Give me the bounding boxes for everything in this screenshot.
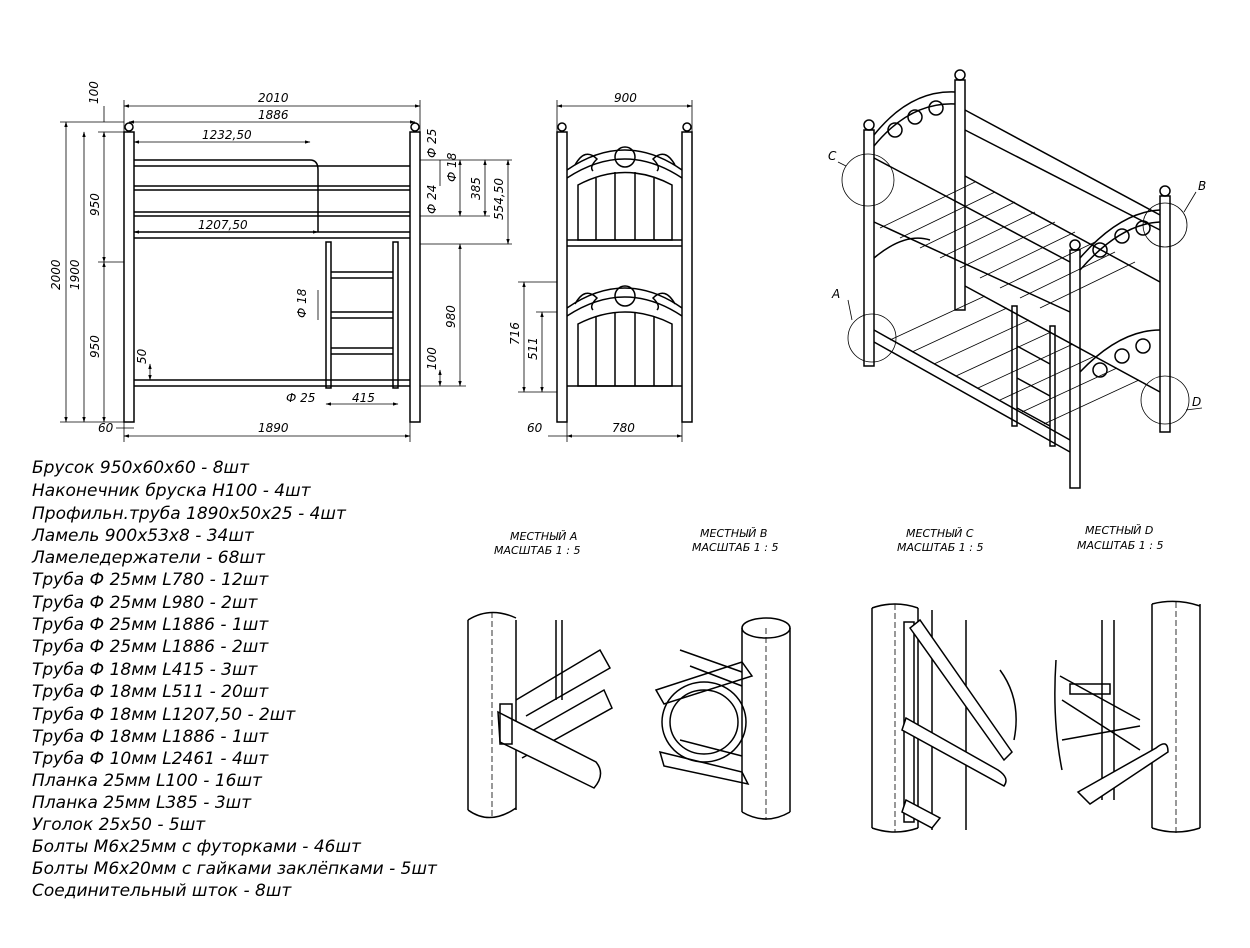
parts-list-item: Труба Ф 25мм L1886 - 2шт <box>32 637 269 657</box>
detail-a-scale: МАСШТАБ 1 : 5 <box>494 544 580 557</box>
parts-list-item: Ламеледержатели - 68шт <box>31 548 266 568</box>
dim-rail-length: 1886 <box>258 108 289 122</box>
callout-d: D <box>1192 395 1201 409</box>
callout-b: B <box>1198 179 1206 193</box>
parts-list-item: Болты М6х20мм с гайками заклёпками - 5шт <box>32 859 438 879</box>
dim-top-overhang: 100 <box>87 81 101 104</box>
isometric-view: C B A D <box>828 69 1206 489</box>
detail-d-scale: МАСШТАБ 1 : 5 <box>1077 539 1163 552</box>
parts-list-item: Ламель 900х53х8 - 34шт <box>31 526 255 546</box>
parts-list: Брусок 950х60х60 - 8шт Наконечник бруска… <box>31 458 438 901</box>
dim-upper-guard-length: 1232,50 <box>202 128 252 142</box>
dim-guard-dia: Ф 18 <box>445 152 459 182</box>
detail-a-title: МЕСТНЫЙ A <box>510 530 577 543</box>
dim-overall-length: 2010 <box>258 91 289 105</box>
dim-upper-section: 950 <box>88 193 102 216</box>
dim-guard-total: 554,50 <box>492 178 506 220</box>
dim-post-height: 1900 <box>68 259 82 290</box>
parts-list-item: Труба Ф 25мм L780 - 12шт <box>32 570 269 590</box>
dim-headboard-height: 716 <box>508 322 522 345</box>
parts-list-item: Труба Ф 18мм L1886 - 1шт <box>32 727 269 747</box>
detail-d-title: МЕСТНЫЙ D <box>1085 524 1153 537</box>
dim-guard-height: 385 <box>469 177 483 200</box>
parts-list-item: Наконечник бруска Н100 - 4шт <box>32 481 312 501</box>
parts-list-item: Труба Ф 25мм L1886 - 1шт <box>32 615 269 635</box>
detail-titles: МЕСТНЫЙ A МАСШТАБ 1 : 5 МЕСТНЫЙ B МАСШТА… <box>494 524 1163 557</box>
detail-d-drawing <box>1054 600 1201 834</box>
dim-lower-section: 950 <box>88 335 102 358</box>
dim-inner-width: 780 <box>612 421 635 435</box>
parts-list-item: Планка 25мм L100 - 16шт <box>32 771 263 791</box>
dim-inner-length: 1890 <box>258 421 289 435</box>
callout-c: C <box>828 149 837 163</box>
dim-lower-guard-length: 1207,50 <box>198 218 248 232</box>
detail-b-title: МЕСТНЫЙ B <box>700 527 767 540</box>
dim-post-width: 60 <box>98 421 114 435</box>
parts-list-item: Труба Ф 10мм L2461 - 4шт <box>32 749 269 769</box>
parts-list-item: Уголок 25х50 - 5шт <box>32 815 206 835</box>
dim-ladder-foot: 100 <box>425 347 439 370</box>
parts-list-item: Труба Ф 25мм L980 - 2шт <box>32 593 258 613</box>
callout-a: A <box>831 287 840 301</box>
parts-list-item: Труба Ф 18мм L1207,50 - 2шт <box>32 705 296 725</box>
dim-arch-height: 511 <box>526 337 540 360</box>
parts-list-item: Соединительный шток - 8шт <box>32 881 292 901</box>
dim-ladder-width: 415 <box>352 391 375 405</box>
side-view: 900 716 511 60 780 <box>508 91 693 442</box>
front-view: 100 2010 1886 1232,50 1207,50 2000 1900 … <box>49 81 512 442</box>
detail-c-scale: МАСШТАБ 1 : 5 <box>897 541 983 554</box>
dim-total-height: 2000 <box>49 259 63 290</box>
parts-list-item: Труба Ф 18мм L511 - 20шт <box>32 682 269 702</box>
detail-c-title: МЕСТНЫЙ C <box>906 527 974 540</box>
dim-rail-clearance: 50 <box>135 348 149 364</box>
parts-list-item: Планка 25мм L385 - 3шт <box>32 793 252 813</box>
dim-width: 900 <box>614 91 637 105</box>
dim-bottom-tube-dia: Ф 25 <box>286 391 315 405</box>
detail-b-scale: МАСШТАБ 1 : 5 <box>692 541 778 554</box>
dim-ladder-height: 980 <box>444 305 458 328</box>
dim-ladder-dia: Ф 18 <box>295 288 309 318</box>
parts-list-item: Брусок 950х60х60 - 8шт <box>32 458 250 478</box>
dim-guard-dia-2: Ф 24 <box>425 185 439 214</box>
parts-list-item: Профильн.труба 1890х50х25 - 4шт <box>32 504 347 524</box>
dim-side-post-width: 60 <box>527 421 543 435</box>
dim-post-dia: Ф 25 <box>425 129 439 158</box>
detail-b-drawing <box>654 617 791 820</box>
detail-c-drawing <box>871 603 1017 833</box>
parts-list-item: Болты М6х25мм с футорками - 46шт <box>32 837 362 857</box>
detail-a-drawing <box>467 611 613 819</box>
parts-list-item: Труба Ф 18мм L415 - 3шт <box>32 660 258 680</box>
